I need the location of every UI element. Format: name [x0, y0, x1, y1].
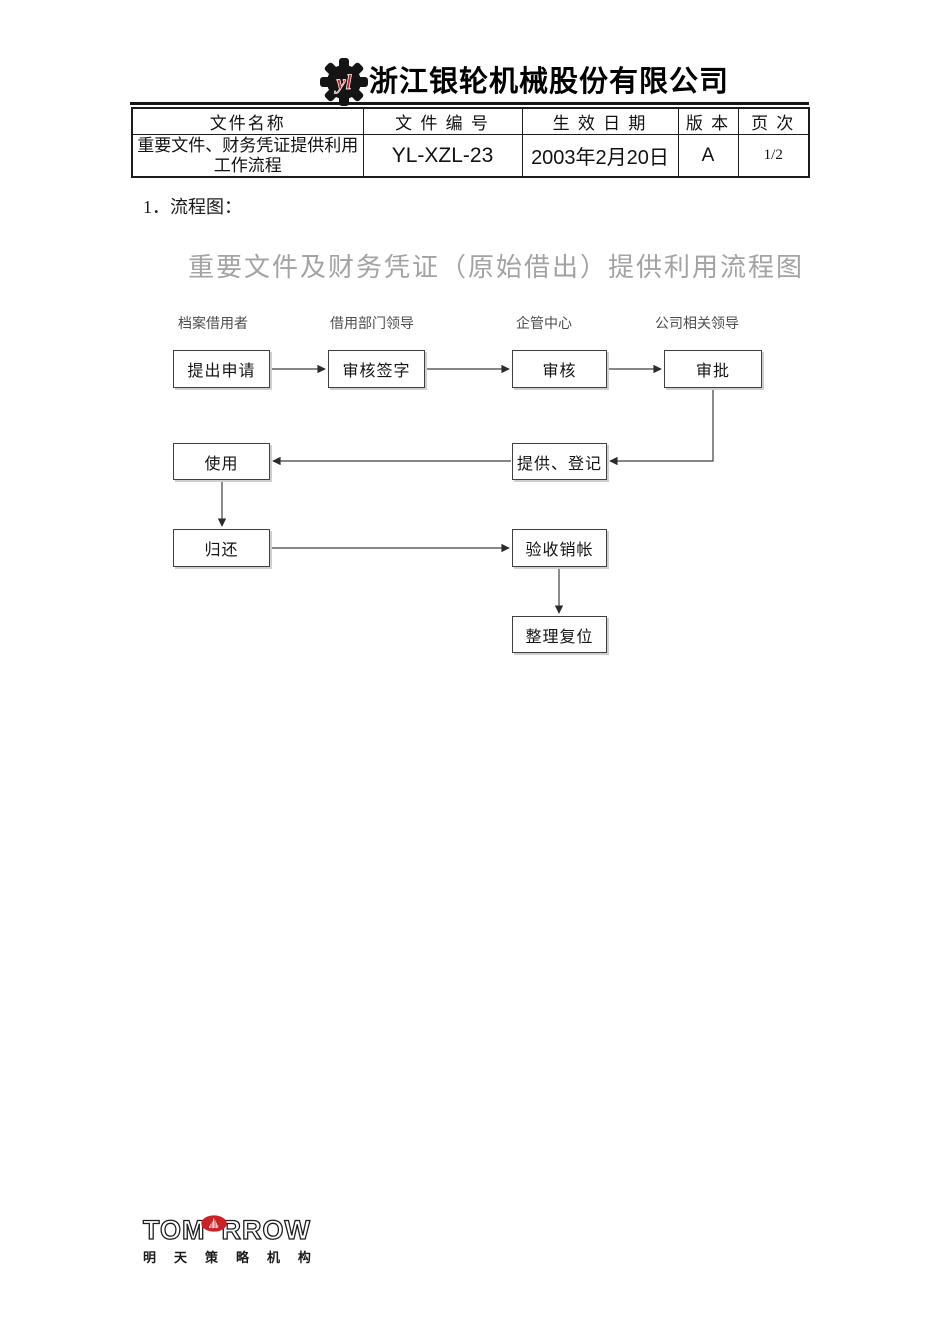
footer-wordmark: TOM RROW — [142, 1202, 311, 1245]
footer-sub-char: 明 — [143, 1250, 157, 1265]
flowchart-title: 重要文件及财务凭证（原始借出）提供利用流程图 — [188, 253, 805, 282]
footer-sub-char: 机 — [266, 1250, 280, 1265]
company-name: 浙江银轮机械股份有限公司 — [369, 66, 730, 98]
node-use: 使用 — [173, 443, 270, 480]
lane-label-mgmt-center: 企管中心 — [516, 315, 572, 331]
col-header-page: 页 次 — [737, 107, 810, 135]
footer-subtext: 明 天 策 略 机 构 — [143, 1247, 311, 1266]
col-header-effective-date: 生 效 日 期 — [521, 107, 679, 135]
footer-logo: TOM RROW 明 天 策 略 机 构 — [142, 1202, 311, 1266]
col-header-file-name: 文件名称 — [131, 107, 364, 135]
gear-logo-icon: yl — [320, 58, 368, 106]
footer-sub-char: 构 — [297, 1250, 311, 1265]
red-ellipse-skyline-icon — [200, 1215, 227, 1232]
lane-label-company-leader: 公司相关领导 — [655, 315, 739, 331]
footer-sub-char: 策 — [204, 1250, 218, 1265]
doc-info-table: 文件名称 文 件 编 号 生 效 日 期 版 本 页 次 重要文件、财务凭证提供… — [131, 107, 810, 179]
edge-approve-to-provide — [609, 389, 714, 466]
footer-text-tom: TOM — [142, 1215, 206, 1245]
node-approve: 审批 — [664, 350, 762, 388]
node-restore: 整理复位 — [512, 616, 607, 653]
cell-version: A — [677, 134, 739, 178]
section-label: 1．流程图： — [143, 197, 242, 217]
cell-file-name: 重要文件、财务凭证提供利用工作流程 — [131, 134, 364, 178]
footer-sub-char: 天 — [173, 1250, 187, 1265]
cell-page: 1/2 — [737, 134, 810, 178]
col-header-file-number: 文 件 编 号 — [362, 107, 523, 135]
footer-text-rrow: RROW — [221, 1215, 311, 1245]
cell-file-number: YL-XZL-23 — [362, 134, 523, 178]
node-verify-writeoff: 验收销帐 — [512, 529, 607, 567]
header-rule — [130, 102, 809, 105]
node-apply: 提出申请 — [173, 350, 270, 388]
node-review-sign: 审核签字 — [328, 350, 425, 388]
svg-text:yl: yl — [333, 70, 351, 94]
node-provide-register: 提供、登记 — [512, 443, 607, 480]
footer-sub-char: 略 — [235, 1250, 249, 1265]
col-header-version: 版 本 — [677, 107, 739, 135]
node-review: 审核 — [512, 350, 607, 388]
lane-label-archive-borrower: 档案借用者 — [178, 315, 248, 331]
company-header: yl 浙江银轮机械股份有限公司 — [320, 58, 729, 106]
node-return: 归还 — [173, 529, 270, 567]
lane-label-borrow-dept-leader: 借用部门领导 — [330, 315, 414, 331]
cell-effective-date: 2003年2月20日 — [521, 134, 679, 178]
